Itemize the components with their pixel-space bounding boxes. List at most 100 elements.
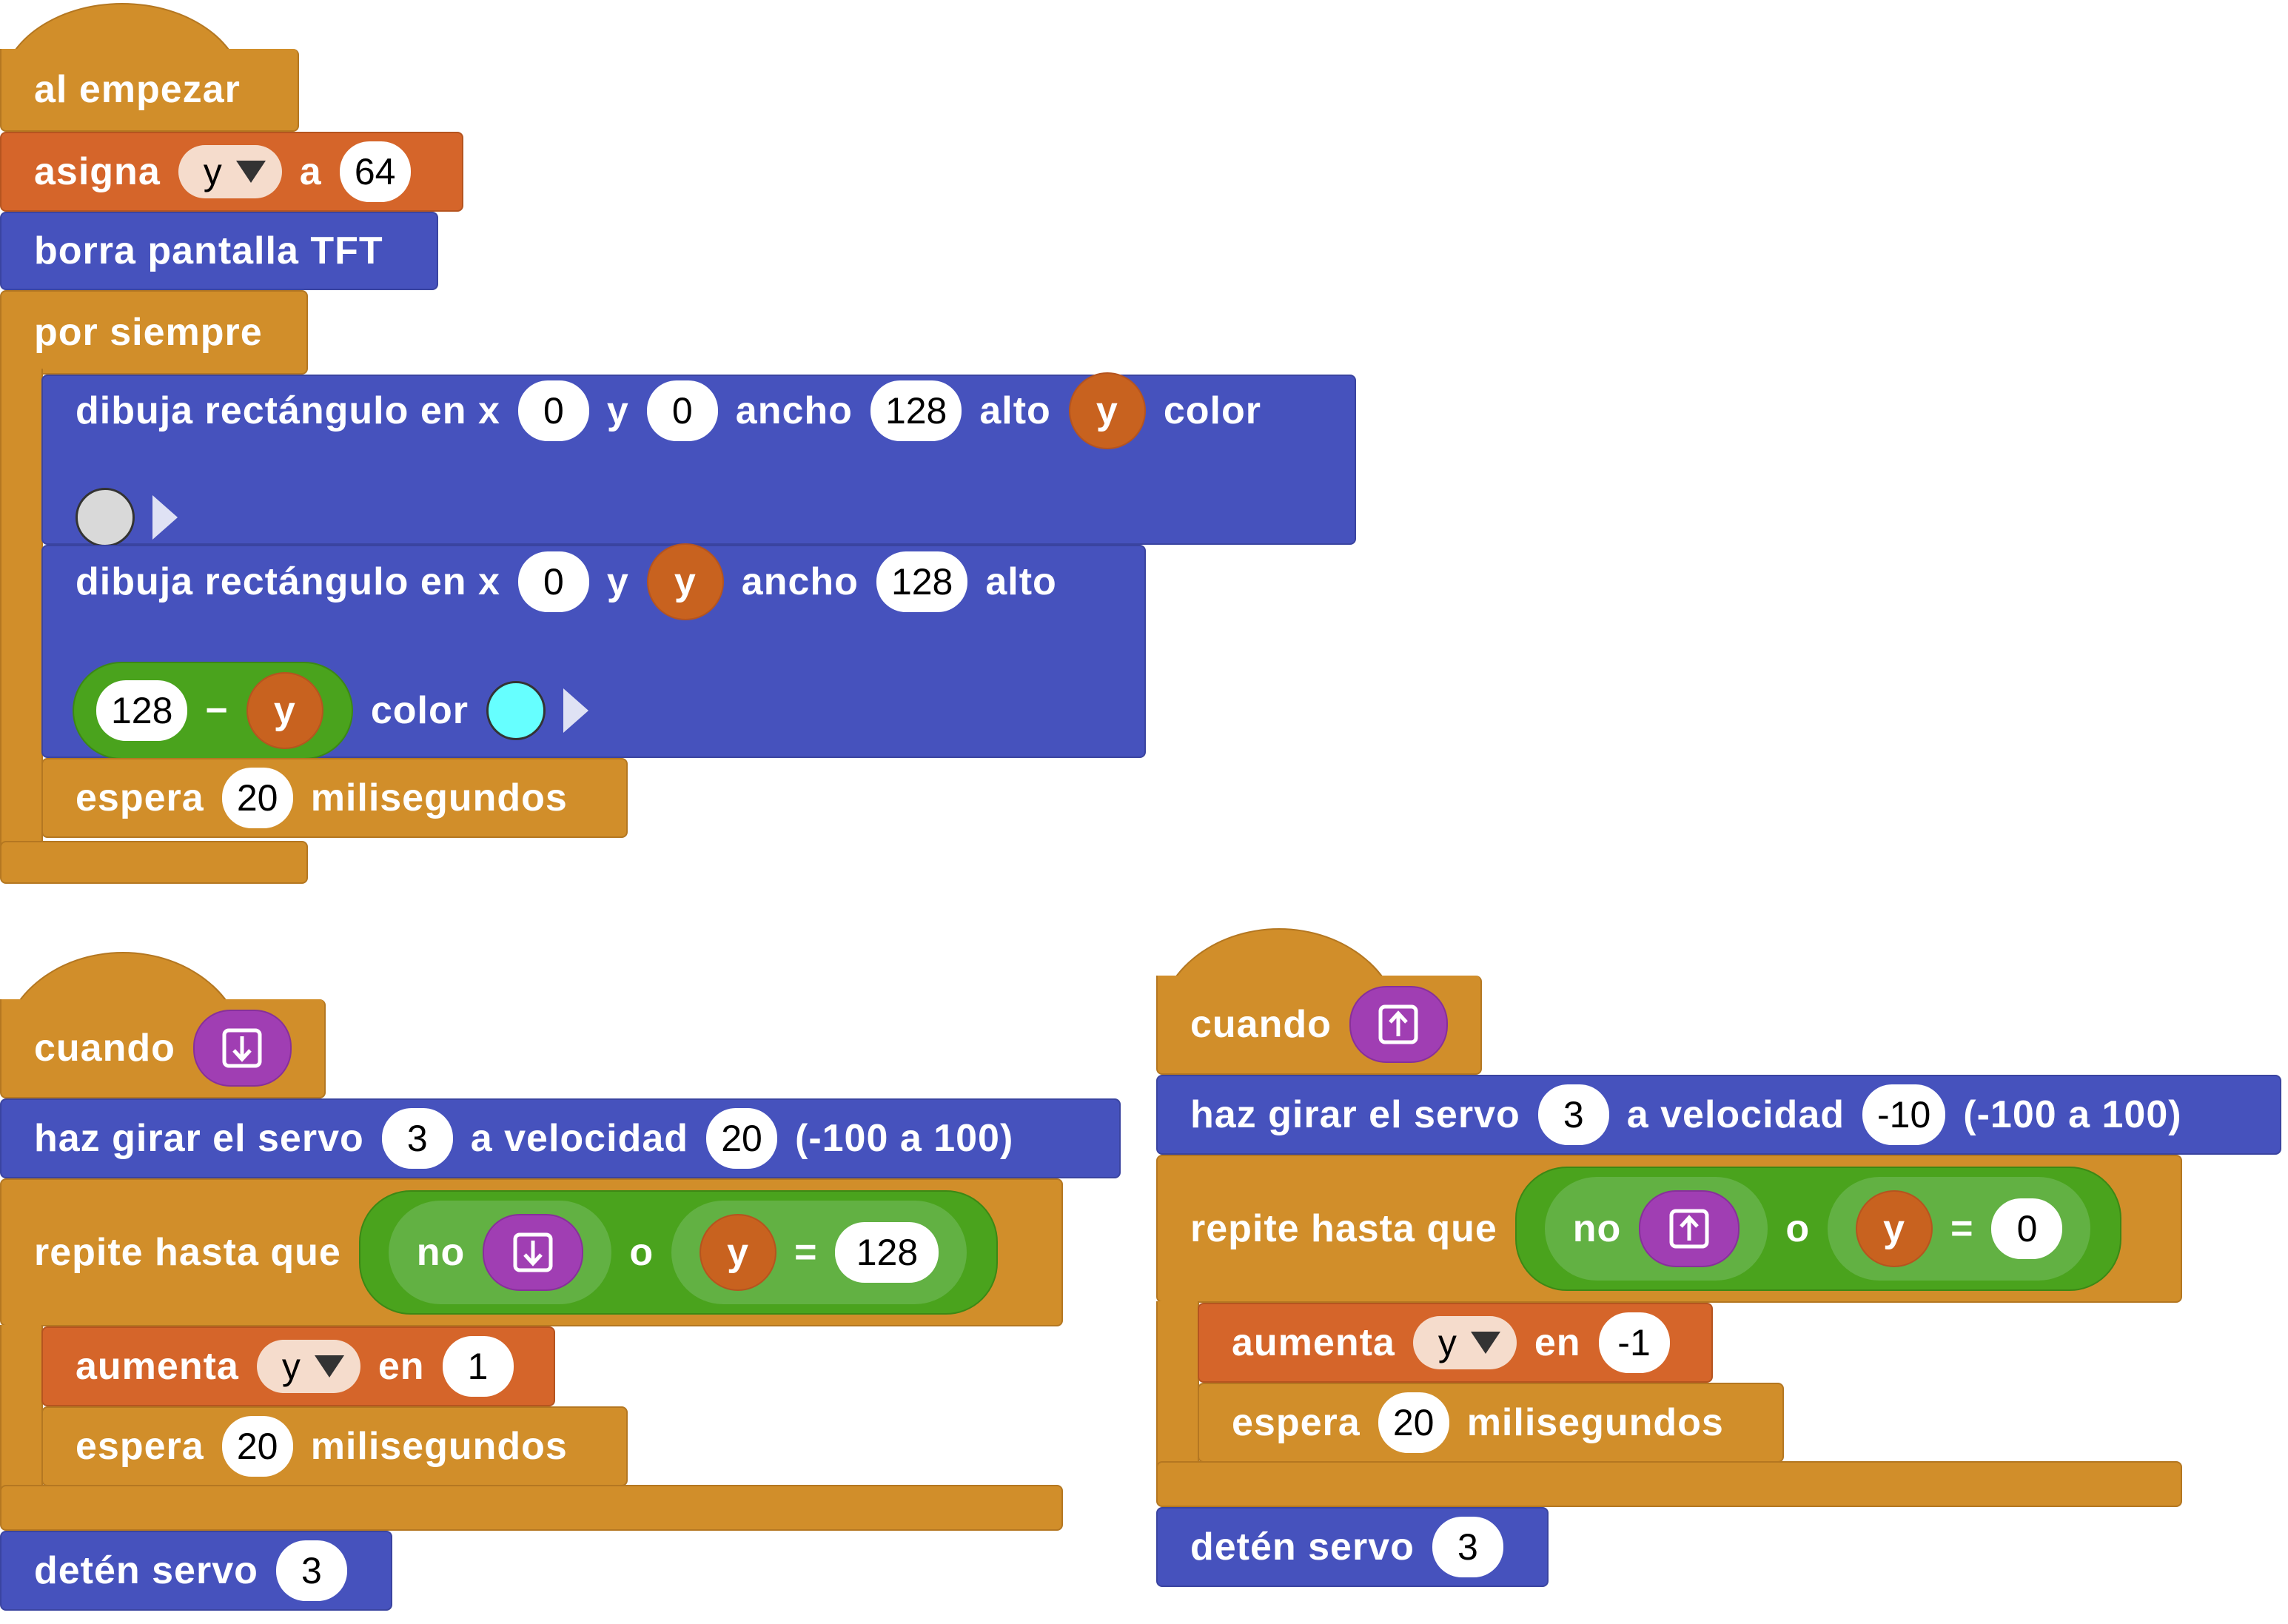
- repeat-until-label: repite hasta que: [34, 1231, 341, 1274]
- repeat-arm: [1156, 1301, 1199, 1469]
- not-operator[interactable]: no: [1544, 1177, 1768, 1281]
- stop-servo-input[interactable]: 3: [1432, 1517, 1503, 1577]
- equals-operator[interactable]: y = 128: [671, 1201, 967, 1304]
- set-variable-block[interactable]: asigna y a 64: [0, 132, 463, 212]
- wait-block[interactable]: espera 20 milisegundos: [1198, 1383, 1784, 1463]
- speed-range-label: (-100 a 100): [795, 1117, 1014, 1160]
- stop-servo-input[interactable]: 3: [275, 1540, 347, 1601]
- servo-speed-block[interactable]: haz girar el servo 3 a velocidad 20 (-10…: [0, 1098, 1121, 1178]
- set-value-input[interactable]: 64: [339, 141, 411, 202]
- wait-input[interactable]: 20: [1378, 1392, 1449, 1453]
- or-operator[interactable]: no o y = 128: [358, 1190, 999, 1315]
- set-to-label: a: [299, 150, 322, 193]
- rect1-x-input[interactable]: 0: [517, 380, 589, 441]
- subtract-operator[interactable]: 128 − y: [73, 662, 353, 759]
- servo-number-input[interactable]: 3: [1537, 1084, 1609, 1145]
- when-start-label: al empezar: [34, 68, 241, 111]
- change-variable-block[interactable]: aumenta y en -1: [1198, 1303, 1713, 1383]
- clear-tft-block[interactable]: borra pantalla TFT: [0, 212, 438, 290]
- when-label: cuando: [1190, 1003, 1332, 1046]
- rect2-y-label: y: [606, 560, 629, 603]
- expand-arrow-icon[interactable]: [563, 688, 588, 733]
- change-value-input[interactable]: -1: [1598, 1312, 1670, 1373]
- change-by-label: en: [1534, 1321, 1581, 1364]
- change-variable-block[interactable]: aumenta y en 1: [41, 1326, 555, 1406]
- wait-block[interactable]: espera 20 milisegundos: [41, 758, 628, 838]
- rect1-y-input[interactable]: 0: [646, 380, 718, 441]
- arrow-down-icon: [513, 1232, 553, 1272]
- rect2-height-label: alto: [985, 560, 1057, 603]
- wait-unit-label: milisegundos: [310, 776, 568, 819]
- stop-servo-block[interactable]: detén servo 3: [1156, 1507, 1549, 1587]
- compare-value-input[interactable]: 0: [1991, 1198, 2063, 1259]
- forever-label: por siempre: [34, 311, 263, 354]
- servo-speed-block[interactable]: haz girar el servo 3 a velocidad -10 (-1…: [1156, 1075, 2281, 1155]
- variable-dropdown-value: y: [203, 151, 223, 192]
- rect1-width-input[interactable]: 128: [870, 380, 962, 441]
- wait-block[interactable]: espera 20 milisegundos: [41, 1406, 628, 1486]
- speed-input[interactable]: 20: [706, 1108, 777, 1169]
- when-key-block[interactable]: cuando: [0, 999, 326, 1098]
- key-button-down[interactable]: [192, 1010, 292, 1087]
- rect2-x-input[interactable]: 0: [517, 551, 589, 612]
- servo-number-input[interactable]: 3: [381, 1108, 453, 1169]
- draw-rectangle-block-2[interactable]: dibuja rectángulo en x 0 y y ancho 128 a…: [41, 543, 1146, 759]
- clear-tft-label: borra pantalla TFT: [34, 229, 383, 272]
- equals-sign: =: [794, 1231, 818, 1274]
- forever-bottom: [0, 841, 308, 884]
- subtract-variable[interactable]: y: [246, 672, 323, 749]
- wait-label: espera: [1232, 1401, 1361, 1444]
- subtract-left-input[interactable]: 128: [96, 680, 188, 741]
- draw-rect-label: dibuja rectángulo en x: [76, 560, 500, 603]
- wait-input[interactable]: 20: [221, 768, 293, 828]
- draw-rectangle-block-1[interactable]: dibuja rectángulo en x 0 y 0 ancho 128 a…: [41, 372, 1356, 547]
- wait-input[interactable]: 20: [221, 1416, 293, 1477]
- wait-unit-label: milisegundos: [310, 1425, 568, 1468]
- speed-label: a velocidad: [470, 1117, 688, 1160]
- key-button-up[interactable]: [1349, 986, 1448, 1063]
- rect2-width-label: ancho: [741, 560, 859, 603]
- or-label: o: [1785, 1207, 1811, 1250]
- rect1-color-label: color: [1163, 389, 1261, 432]
- forever-arm: [0, 369, 43, 850]
- compare-value-input[interactable]: 128: [835, 1222, 939, 1283]
- arrow-up-icon: [1378, 1004, 1418, 1044]
- color-swatch-cyan[interactable]: [486, 681, 546, 740]
- draw-rect-label: dibuja rectángulo en x: [76, 389, 500, 432]
- rect1-height-label: alto: [979, 389, 1051, 432]
- chevron-down-icon: [235, 161, 266, 183]
- rect2-color-label: color: [370, 689, 469, 732]
- variable-dropdown[interactable]: y: [256, 1340, 360, 1393]
- wait-label: espera: [76, 1425, 204, 1468]
- change-value-input[interactable]: 1: [442, 1336, 514, 1397]
- not-operator[interactable]: no: [388, 1201, 612, 1304]
- when-start-block[interactable]: al empezar: [0, 49, 299, 132]
- forever-block[interactable]: por siempre: [0, 290, 308, 375]
- expand-arrow-icon[interactable]: [152, 495, 178, 540]
- stop-servo-block[interactable]: detén servo 3: [0, 1531, 392, 1611]
- chevron-down-icon: [1470, 1332, 1500, 1354]
- servo-label: haz girar el servo: [1190, 1093, 1520, 1136]
- variable-dropdown[interactable]: y: [1412, 1316, 1517, 1369]
- compare-variable[interactable]: y: [700, 1214, 777, 1291]
- color-swatch-gray[interactable]: [76, 488, 135, 547]
- arrow-down-icon: [222, 1028, 262, 1068]
- key-pressed-up[interactable]: [1639, 1190, 1740, 1267]
- compare-variable[interactable]: y: [1856, 1190, 1933, 1267]
- servo-label: haz girar el servo: [34, 1117, 364, 1160]
- rect2-y-variable[interactable]: y: [646, 543, 724, 620]
- rect1-height-variable[interactable]: y: [1068, 372, 1146, 449]
- or-operator[interactable]: no o y = 0: [1514, 1167, 2122, 1291]
- key-pressed-down[interactable]: [483, 1214, 584, 1291]
- chevron-down-icon: [314, 1355, 344, 1378]
- repeat-until-block[interactable]: repite hasta que no o y = 0: [1156, 1155, 2182, 1303]
- minus-sign: −: [205, 689, 229, 732]
- variable-dropdown-value: y: [1437, 1322, 1457, 1363]
- repeat-until-block[interactable]: repite hasta que no o y = 128: [0, 1178, 1063, 1326]
- equals-operator[interactable]: y = 0: [1828, 1177, 2091, 1281]
- rect2-width-input[interactable]: 128: [876, 551, 968, 612]
- rect1-width-label: ancho: [735, 389, 853, 432]
- variable-dropdown[interactable]: y: [178, 145, 282, 198]
- speed-input[interactable]: -10: [1862, 1084, 1946, 1145]
- when-key-block[interactable]: cuando: [1156, 976, 1482, 1075]
